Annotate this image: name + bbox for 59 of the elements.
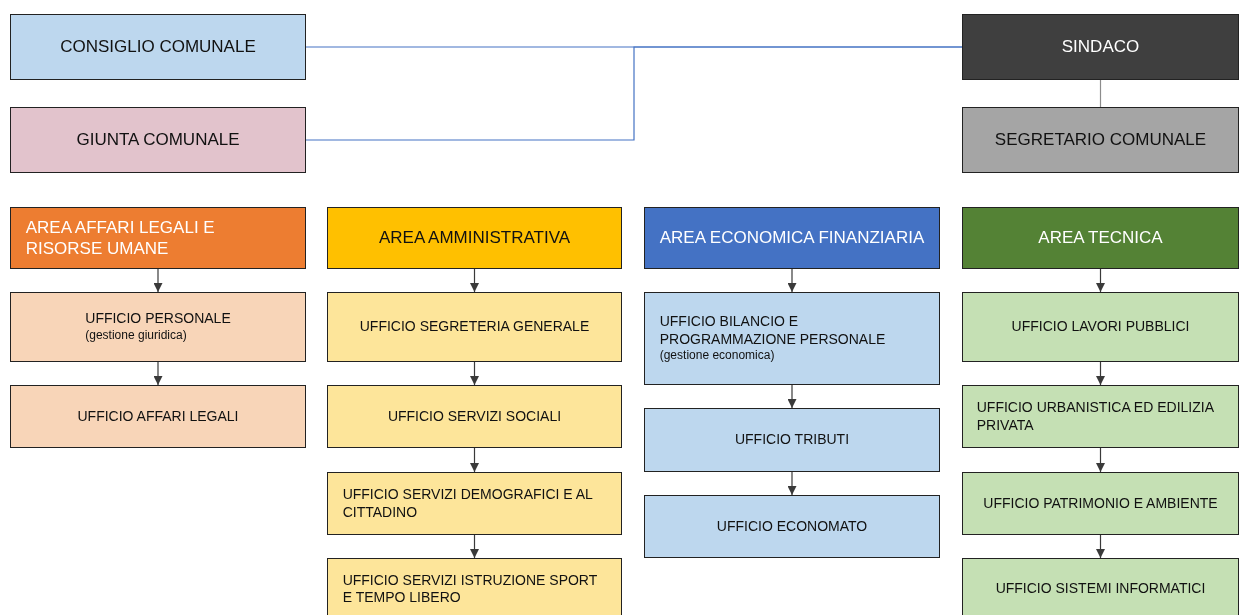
box-title: UFFICIO SISTEMI INFORMATICI [995,580,1206,598]
connector-line [305,46,963,141]
office-box [644,408,940,472]
box-title: UFFICIO SERVIZI ISTRUZIONE SPORT E TEMPO LIBERO [342,571,599,607]
box-title: UFFICIO PERSONALE [85,310,231,328]
arrow [1096,361,1105,386]
box-title: UFFICIO ECONOMATO [716,517,868,536]
box-title: UFFICIO SEGRETERIA GENERALE [359,318,590,336]
box-title: UFFICIO PATRIMONIO E AMBIENTE [983,494,1218,513]
box-title: SEGRETARIO COMUNALE [994,129,1207,151]
box-title: GIUNTA COMUNALE [76,129,240,151]
arrow [1096,268,1105,293]
office-box [962,292,1239,362]
box-note: (gestione giuridica) [85,327,187,344]
header-box [962,107,1239,173]
box-title: UFFICIO SERVIZI SOCIALI [387,407,562,426]
arrow [787,471,797,496]
arrow [470,361,479,386]
box-title: UFFICIO AFFARI LEGALI [77,407,239,426]
header-box [962,14,1239,80]
box-title: UFFICIO SERVIZI DEMOGRAFICI E AL CITTADINO [342,486,594,521]
arrow [470,534,479,559]
box-title: AREA ECONOMICA FINANZIARIA [659,227,925,249]
arrow [153,361,163,386]
arrow [787,268,797,293]
office-box [327,292,622,362]
box-title: UFFICIO BILANCIO E PROGRAMMAZIONE PERSONALE [659,313,887,349]
office-box [327,472,622,535]
arrow [1096,447,1105,473]
box-title: AREA AFFARI LEGALI E RISORSE UMANE [25,216,216,260]
arrow [470,268,479,293]
office-box [10,385,306,448]
arrow [470,447,479,473]
box-title: UFFICIO URBANISTICA ED EDILIZIA PRIVATA [976,399,1215,434]
office-box [962,472,1239,535]
header-box [10,107,306,173]
arrow [1096,534,1105,559]
header-box [327,207,622,269]
box-title: UFFICIO LAVORI PUBBLICI [1011,318,1190,336]
office-box [644,495,940,558]
office-box [644,292,940,385]
box-title: CONSIGLIO COMUNALE [60,36,256,58]
header-box [644,207,940,269]
header-box [10,207,306,269]
office-box [10,292,306,362]
header-box [962,207,1239,269]
office-box [962,558,1239,615]
connector-line [1099,79,1102,108]
box-title: AREA AMMINISTRATIVA [378,227,571,249]
box-title: SINDACO [1061,36,1140,58]
box-note: (gestione economica) [659,348,775,364]
box-title: UFFICIO TRIBUTI [734,431,850,449]
office-box [327,558,622,615]
arrow [153,268,163,293]
box-title: AREA TECNICA [1038,227,1163,249]
arrow [787,384,797,409]
office-box [962,385,1239,448]
header-box [10,14,306,80]
office-box [327,385,622,448]
